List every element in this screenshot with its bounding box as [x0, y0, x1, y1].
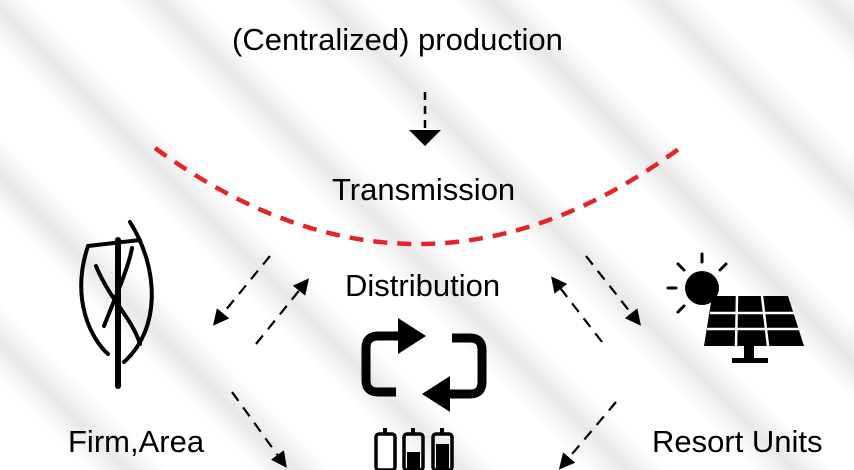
recycle-arrows-icon — [361, 318, 487, 412]
production-title: (Centralized) production — [232, 22, 563, 57]
right-exchange-arrows — [551, 255, 641, 470]
firm-area-label: Firm,Area — [68, 424, 205, 459]
distribution-label: Distribution — [345, 268, 501, 303]
wind-turbine-icon — [79, 220, 154, 389]
battery-icon — [374, 428, 454, 470]
resort-units-label: Resort Units — [652, 424, 823, 459]
solar-panel-icon — [666, 252, 804, 363]
transmission-arc — [153, 146, 682, 247]
left-exchange-arrows — [212, 255, 310, 468]
production-arrow — [409, 92, 441, 146]
transmission-label: Transmission — [332, 172, 516, 207]
